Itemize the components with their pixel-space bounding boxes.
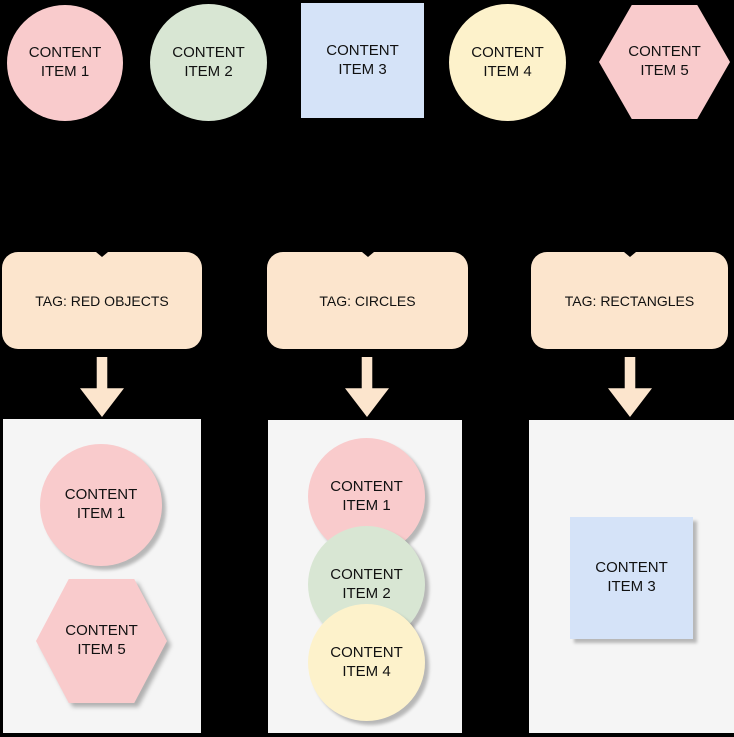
content-item-2-label: CONTENT ITEM 2 [172, 43, 245, 80]
content-item-1-label: CONTENT ITEM 1 [330, 477, 403, 514]
hexagon-icon: CONTENT ITEM 5 [36, 579, 167, 703]
tag-red-objects: TAG: RED OBJECTS [2, 252, 202, 349]
container-red-objects: CONTENT ITEM 1 CONTENT ITEM 5 [3, 419, 201, 733]
arrow-down-icon [608, 357, 652, 417]
content-item-2-shape: CONTENT ITEM 2 [150, 4, 267, 121]
tag-rectangles-label: TAG: RECTANGLES [564, 292, 695, 309]
tag-red-objects-label: TAG: RED OBJECTS [35, 292, 169, 309]
content-item-1-label: CONTENT ITEM 1 [64, 486, 138, 522]
tag-circles: TAG: CIRCLES [267, 252, 468, 349]
content-item-5-label: CONTENT ITEM 5 [628, 43, 701, 79]
content-item-4-shape: CONTENT ITEM 4 [449, 4, 566, 121]
arrow-down-icon [80, 357, 124, 417]
arrow-down-icon [345, 357, 389, 417]
content-item-4-label: CONTENT ITEM 4 [471, 43, 544, 80]
content-item-5-label: CONTENT ITEM 5 [65, 622, 138, 658]
content-item-3-label: CONTENT ITEM 3 [595, 559, 668, 595]
container-circles: CONTENT ITEM 1 CONTENT ITEM 2 CONTENT IT… [268, 420, 462, 733]
content-item-5-shape: CONTENT ITEM 5 [36, 579, 167, 703]
content-item-3-shape: CONTENT ITEM 3 [301, 3, 424, 118]
connector-arrowhead-icon [361, 252, 374, 257]
content-item-4-shape: CONTENT ITEM 4 [308, 604, 425, 721]
content-item-3-label: CONTENT ITEM 3 [326, 41, 399, 78]
tag-circles-label: TAG: CIRCLES [319, 292, 416, 309]
content-item-4-label: CONTENT ITEM 4 [330, 643, 403, 680]
content-item-3-shape: CONTENT ITEM 3 [570, 517, 693, 639]
hexagon-icon: CONTENT ITEM 5 [599, 5, 730, 119]
content-item-1-shape: CONTENT ITEM 1 [7, 5, 123, 121]
connector-arrowhead-icon [623, 252, 636, 257]
container-rectangles: CONTENT ITEM 3 [529, 420, 734, 733]
content-item-5-shape: CONTENT ITEM 5 [599, 5, 730, 119]
tag-rectangles: TAG: RECTANGLES [531, 252, 728, 349]
content-item-2-label: CONTENT ITEM 2 [330, 565, 403, 602]
content-item-1-shape: CONTENT ITEM 1 [40, 444, 162, 566]
connector-arrowhead-icon [96, 252, 108, 257]
content-item-1-label: CONTENT ITEM 1 [28, 44, 102, 80]
